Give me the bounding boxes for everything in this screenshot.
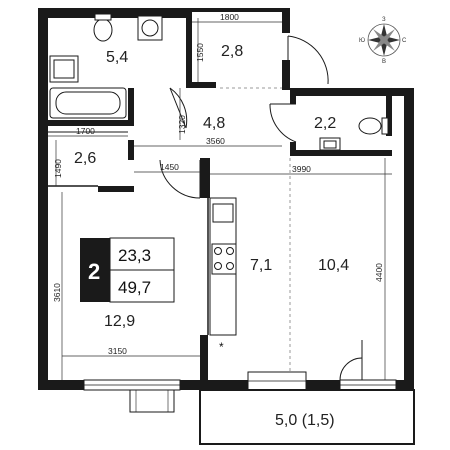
compass-s: В <box>382 59 386 65</box>
dim-3990: 3990 <box>292 164 311 174</box>
fixtures: * <box>49 13 389 354</box>
room-living-area: 10,4 <box>318 257 349 274</box>
compass-n: З <box>382 17 386 23</box>
doors <box>159 35 363 381</box>
dim-1450: 1450 <box>160 162 179 172</box>
balcony <box>129 389 415 445</box>
dim-1800: 1800 <box>220 12 239 22</box>
apartment-badge: 2 23,3 49,7 <box>80 237 175 303</box>
kitchen-counter: * <box>209 197 237 354</box>
windows <box>83 371 397 391</box>
walls <box>38 8 414 390</box>
room-storage-area: 2,6 <box>74 150 96 167</box>
dim-3150: 3150 <box>108 346 127 356</box>
dim-1320: 1320 <box>177 115 187 134</box>
shower-sink <box>49 55 79 83</box>
living-area-value: 23,3 <box>118 246 151 265</box>
compass-w: Ю <box>359 38 365 44</box>
dim-1490: 1490 <box>53 159 63 178</box>
dimension-lines <box>48 18 392 380</box>
dimension-labels: 1800 1550 1320 1700 3560 1490 1450 3990 … <box>52 12 384 356</box>
bathtub <box>49 87 127 119</box>
toilet-wc <box>319 117 389 151</box>
washing-machine <box>137 15 163 41</box>
room-balcony-area: 5,0 (1,5) <box>275 412 335 429</box>
dim-3610: 3610 <box>52 283 62 302</box>
room-hallway-area: 4,8 <box>203 115 225 132</box>
room-wardrobe-area: 2,8 <box>221 43 243 60</box>
dim-1550: 1550 <box>195 43 205 62</box>
dim-1700: 1700 <box>76 126 95 136</box>
compass-icon: З С В Ю <box>359 17 407 65</box>
total-area-value: 49,7 <box>118 278 151 297</box>
rooms-count: 2 <box>88 259 100 284</box>
compass-e: С <box>402 38 407 44</box>
room-bedroom-area: 12,9 <box>104 313 135 330</box>
room-kitchen-area: 7,1 <box>250 257 272 274</box>
svg-text:*: * <box>219 340 224 354</box>
room-bathroom-area: 5,4 <box>106 49 128 66</box>
toilet-bath <box>93 13 113 42</box>
dim-4400: 4400 <box>374 263 384 282</box>
room-labels: 5,4 2,8 4,8 2,2 2,6 7,1 10,4 12,9 5,0 (1… <box>74 43 349 429</box>
dim-3560: 3560 <box>206 136 225 146</box>
room-toilet-area: 2,2 <box>314 115 336 132</box>
